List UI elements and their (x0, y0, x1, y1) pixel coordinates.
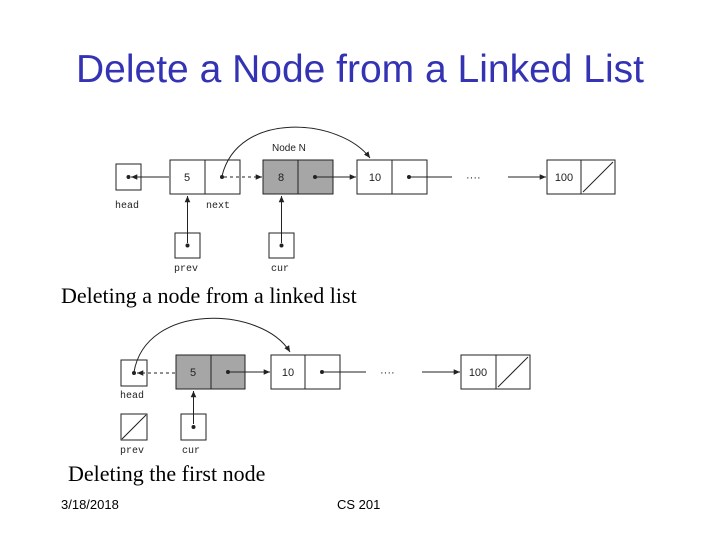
node-value: 5 (190, 367, 196, 379)
footer-course: CS 201 (337, 497, 381, 512)
node-value: 100 (469, 367, 487, 379)
node-5: 5 (169, 159, 241, 195)
cur-label: cur (182, 446, 200, 457)
diagram-delete-first: head 5 10 ···· 100 (120, 317, 531, 457)
node-100-tail: 100 (460, 354, 531, 390)
head-pointer-box (120, 359, 148, 387)
footer-date: 3/18/2018 (61, 497, 119, 512)
cur-pointer-box (268, 232, 295, 259)
cur-label: cur (271, 264, 289, 275)
ellipsis: ···· (380, 367, 395, 379)
diagram-delete-middle: head 5 next 8 Node N 10 (115, 126, 616, 275)
caption-delete-node: Deleting a node from a linked list (61, 283, 357, 308)
prev-pointer-box-null (120, 413, 148, 441)
bypass-arrow (133, 317, 291, 373)
caption-delete-first: Deleting the first node (68, 461, 266, 486)
node-n-label: Node N (272, 143, 306, 154)
node-100-tail: 100 (546, 159, 616, 195)
node-8-deleted: 8 (262, 159, 334, 195)
ellipsis: ···· (466, 172, 481, 184)
slide-title: Delete a Node from a Linked List (76, 48, 644, 91)
node-value: 5 (184, 172, 190, 184)
prev-label: prev (174, 264, 198, 275)
head-label: head (115, 200, 139, 212)
node-value: 10 (369, 172, 381, 184)
bypass-arrow (221, 126, 371, 177)
next-label: next (206, 201, 230, 212)
prev-label: prev (120, 446, 144, 457)
head-label: head (120, 390, 144, 402)
node-value: 8 (278, 172, 284, 184)
node-value: 100 (555, 172, 573, 184)
node-value: 10 (282, 367, 294, 379)
